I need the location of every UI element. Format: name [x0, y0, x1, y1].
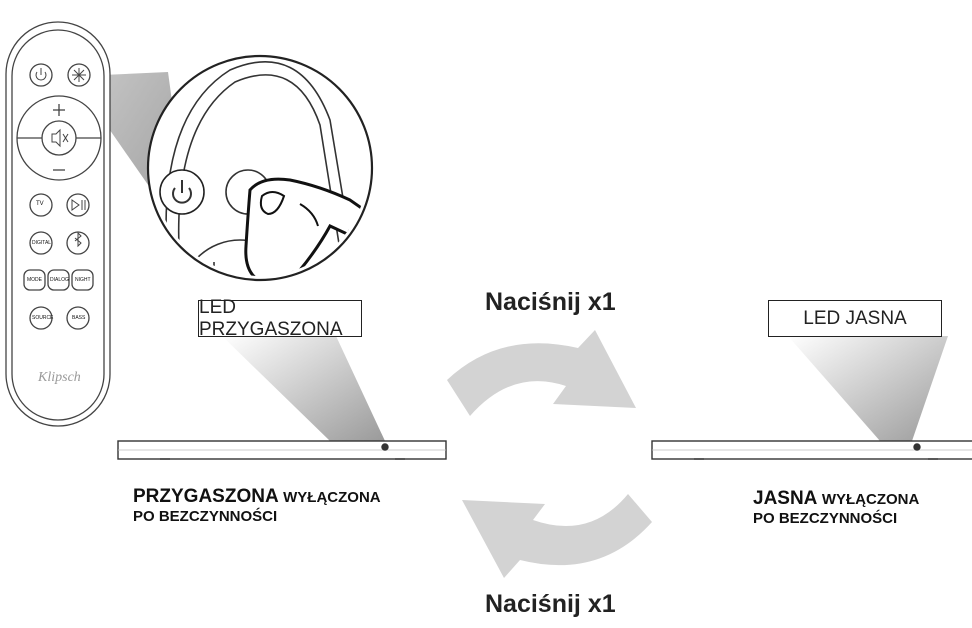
state-bright-sub1: WYŁĄCZONA: [821, 491, 920, 508]
remote-play-pause-icon: [71, 199, 86, 211]
remote-control: [5, 21, 111, 427]
remote-mute-icon: [51, 128, 69, 148]
state-bright-caption: JASNA WYŁĄCZONA PO BEZCZYNNOŚCI: [753, 488, 919, 528]
remote-light-icon: [72, 68, 86, 82]
state-dim-title: PRZYGASZONA: [133, 486, 279, 507]
remote-power-icon: [35, 68, 47, 81]
led-label-bright: LED JASNA: [768, 300, 942, 337]
press-once-bottom: Naciśnij x1: [485, 590, 616, 618]
remote-digital-label: DIGITAL: [32, 240, 52, 246]
magnifier: [146, 54, 374, 282]
soundbar-right: [651, 440, 972, 460]
state-dim-caption: PRZYGASZONA WYŁĄCZONA PO BEZCZYNNOŚCI: [133, 486, 381, 526]
remote-tv-label: TV: [36, 201, 44, 207]
led-label-dim: LED PRZYGASZONA: [198, 297, 362, 340]
remote-bass-label: BASS: [72, 315, 86, 321]
remote-night-label: NIGHT: [75, 277, 91, 283]
led-beam-left: [222, 336, 385, 441]
remote-dialog-label: DIALOG: [50, 277, 69, 283]
arrow-top-right: [447, 330, 636, 416]
arrow-bottom-left: [462, 494, 652, 578]
remote-logo: Klipsch: [38, 370, 81, 385]
remote-bluetooth-icon: [74, 231, 82, 248]
remote-source-label: SOURCE: [32, 315, 54, 321]
soundbar-left: [117, 440, 447, 460]
state-dim-sub1: WYŁĄCZONA: [283, 489, 381, 506]
state-bright-title: JASNA: [753, 488, 818, 509]
state-dim-sub2: PO BEZCZYNNOŚCI: [133, 508, 278, 525]
press-once-top: Naciśnij x1: [485, 288, 616, 316]
led-beam-right: [788, 336, 948, 441]
remote-mode-label: MODE: [27, 277, 42, 283]
state-bright-sub2: PO BEZCZYNNOŚCI: [753, 510, 898, 527]
